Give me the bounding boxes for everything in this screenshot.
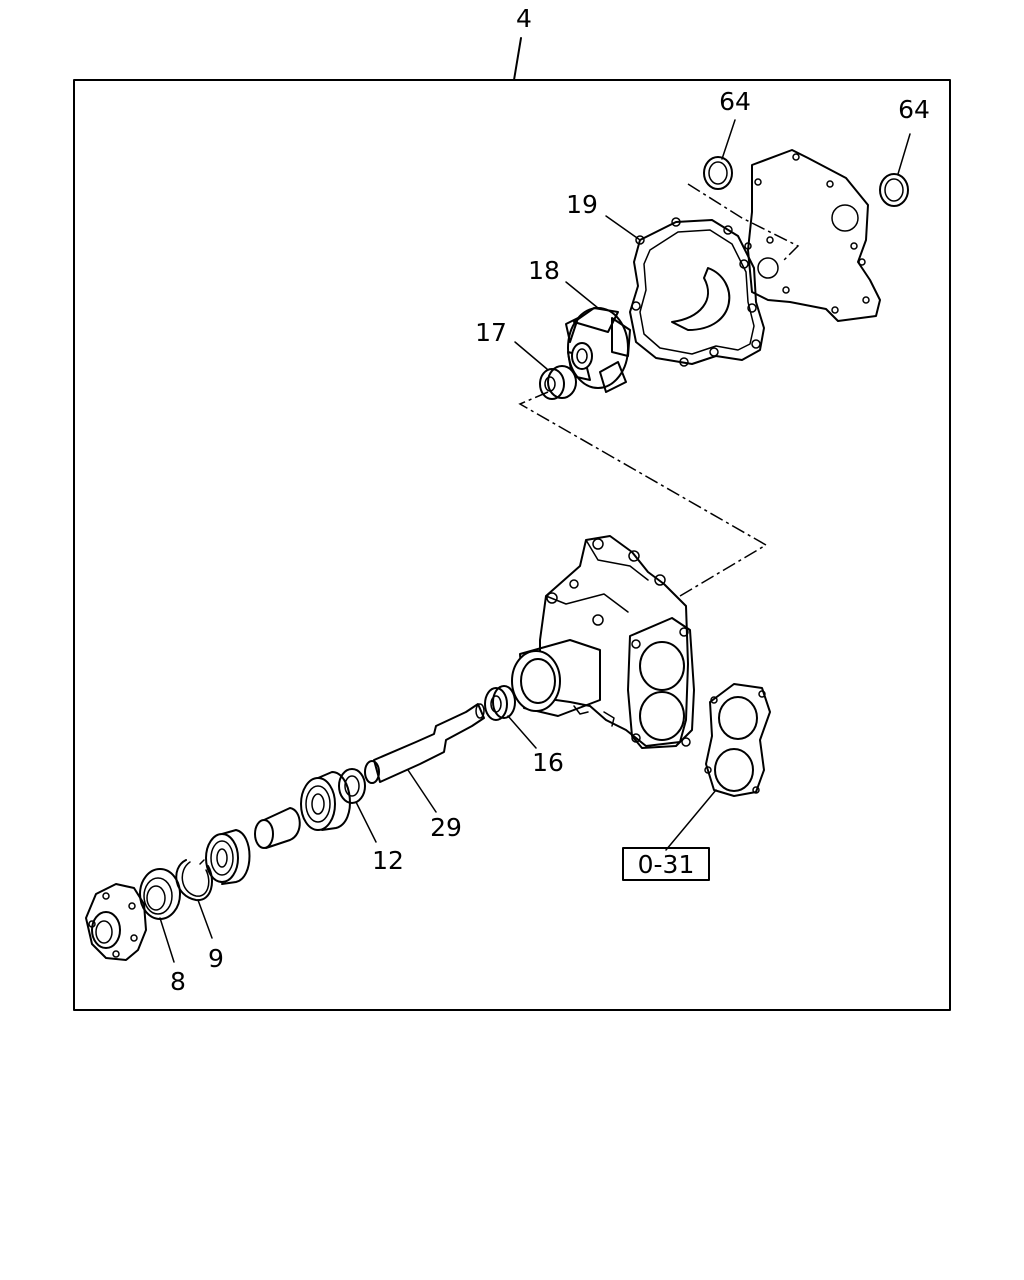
label-washer: 12 xyxy=(372,846,404,875)
label-bearing-inner: 16 xyxy=(532,748,564,777)
oil-seal-leader xyxy=(159,917,175,963)
impeller-leader xyxy=(565,281,599,309)
seal xyxy=(539,365,577,400)
o-ring-right xyxy=(879,173,909,207)
label-assembly: 4 xyxy=(516,4,532,33)
gasket xyxy=(629,217,765,367)
bearing-outer xyxy=(300,771,351,831)
seal-leader xyxy=(514,341,548,370)
label-reference: 0-31 xyxy=(638,850,695,879)
back-plate xyxy=(744,149,881,322)
bearing-front xyxy=(205,829,251,885)
reference-box xyxy=(622,847,710,881)
o-ring-right-leader xyxy=(897,133,911,175)
bearing-inner xyxy=(484,685,516,721)
alignment-line-shaft xyxy=(518,391,768,597)
label-snap-ring: 9 xyxy=(208,944,224,973)
bearing-inner-leader xyxy=(507,715,537,749)
shaft-leader xyxy=(407,769,437,813)
label-o-ring-right: 64 xyxy=(898,95,930,124)
gasket-leader xyxy=(605,215,641,241)
snap-ring-leader xyxy=(197,899,213,939)
flange-gasket-leader xyxy=(665,789,717,851)
label-o-ring-left: 64 xyxy=(719,87,751,116)
washer-leader xyxy=(355,801,377,843)
shaft xyxy=(364,703,485,784)
label-gasket: 19 xyxy=(566,190,598,219)
assembly-frame xyxy=(73,79,951,1011)
alignment-line-upper xyxy=(687,183,800,263)
assembly-leader xyxy=(513,37,522,81)
spacer-tube xyxy=(254,807,301,849)
front-flange xyxy=(85,883,147,961)
oil-seal xyxy=(139,868,181,920)
snap-ring xyxy=(175,859,213,902)
o-ring-left-leader xyxy=(721,119,736,160)
flange-gasket xyxy=(704,683,771,797)
label-shaft: 29 xyxy=(430,813,462,842)
pump-body xyxy=(511,535,695,749)
label-oil-seal: 8 xyxy=(170,967,186,996)
label-impeller: 18 xyxy=(528,256,560,285)
label-seal: 17 xyxy=(475,318,507,347)
o-ring-left xyxy=(703,156,733,190)
washer xyxy=(338,768,366,804)
